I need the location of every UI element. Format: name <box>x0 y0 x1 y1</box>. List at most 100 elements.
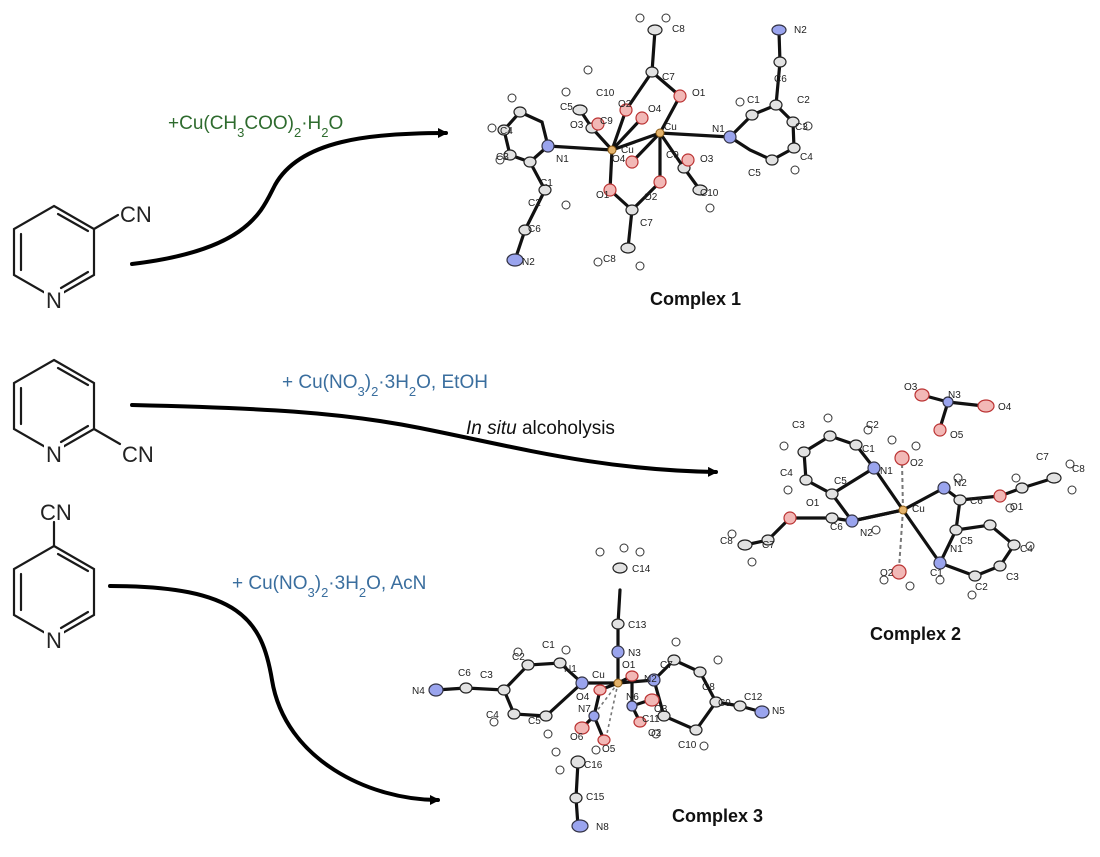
ligand-2-cyanopyridine: N CN <box>12 358 154 467</box>
reagent-part: ) <box>315 573 321 594</box>
svg-text:C9: C9 <box>666 150 679 161</box>
svg-text:N2: N2 <box>860 528 873 539</box>
svg-text:C10: C10 <box>678 740 697 751</box>
svg-text:C6: C6 <box>528 224 541 235</box>
reagent-part: +Cu(CH <box>168 113 237 134</box>
svg-text:C3: C3 <box>496 152 509 163</box>
reagent-subscript: 2 <box>409 384 416 399</box>
svg-text:C1: C1 <box>930 568 943 579</box>
cyano-label: CN <box>122 442 154 467</box>
reagent-part: COO) <box>244 113 294 134</box>
reagent-subscript: 2 <box>359 585 366 600</box>
svg-text:C4: C4 <box>800 152 813 163</box>
svg-text:O6: O6 <box>570 732 584 743</box>
svg-text:C4: C4 <box>1020 544 1033 555</box>
reagent-subscript: 3 <box>308 585 315 600</box>
complex-1-label: Complex 1 <box>650 289 741 309</box>
svg-text:O4: O4 <box>576 692 590 703</box>
svg-text:C5: C5 <box>748 168 761 179</box>
svg-text:C2: C2 <box>975 582 988 593</box>
reagent-part: + Cu(NO <box>232 573 308 594</box>
svg-text:N2: N2 <box>644 674 657 685</box>
reagent-part: ) <box>365 372 371 393</box>
svg-text:O2: O2 <box>644 192 658 203</box>
svg-text:C9: C9 <box>600 116 613 127</box>
reagent-part: O <box>329 113 344 134</box>
svg-text:O4: O4 <box>998 402 1012 413</box>
reagent-2: + Cu(NO3)2·3H2O, EtOH <box>282 372 488 399</box>
svg-text:O1: O1 <box>806 498 820 509</box>
svg-text:C5: C5 <box>960 536 973 547</box>
svg-text:C5: C5 <box>834 476 847 487</box>
svg-text:N3: N3 <box>628 648 641 659</box>
svg-text:C8: C8 <box>702 682 715 693</box>
svg-text:N2: N2 <box>954 478 967 489</box>
svg-text:O5: O5 <box>950 430 964 441</box>
svg-text:C2: C2 <box>512 652 525 663</box>
reagent-subscript: 2 <box>321 585 328 600</box>
svg-text:O1: O1 <box>596 190 610 201</box>
svg-text:C5: C5 <box>528 716 541 727</box>
svg-text:C10: C10 <box>700 188 719 199</box>
svg-text:N1: N1 <box>556 154 569 165</box>
svg-text:C8: C8 <box>672 24 685 35</box>
svg-text:C12: C12 <box>744 692 763 703</box>
svg-text:C3: C3 <box>792 420 805 431</box>
svg-text:C1: C1 <box>542 640 555 651</box>
svg-text:C4: C4 <box>780 468 793 479</box>
note-rest: alcoholysis <box>517 418 615 439</box>
reagent-1: +Cu(CH3COO)2·H2O <box>168 113 343 140</box>
ring-nitrogen-label: N <box>46 288 62 313</box>
svg-text:C10: C10 <box>596 88 615 99</box>
svg-text:O3: O3 <box>570 120 584 131</box>
svg-text:C15: C15 <box>586 792 605 803</box>
svg-text:O4: O4 <box>648 104 662 115</box>
svg-text:C2: C2 <box>797 95 810 106</box>
svg-text:O2: O2 <box>618 99 632 110</box>
reagent-part: O, AcN <box>366 573 426 594</box>
reaction-arrow-2 <box>130 403 718 477</box>
svg-text:N1: N1 <box>564 664 577 675</box>
svg-text:C13: C13 <box>628 620 647 631</box>
svg-text:Cu: Cu <box>592 670 605 681</box>
svg-text:C2: C2 <box>528 198 541 209</box>
svg-text:O2: O2 <box>648 728 662 739</box>
svg-text:O1: O1 <box>692 88 706 99</box>
svg-text:C6: C6 <box>830 522 843 533</box>
reagent-subscript: 3 <box>237 125 244 140</box>
svg-text:N8: N8 <box>596 822 609 833</box>
svg-text:C7: C7 <box>1036 452 1049 463</box>
svg-text:C8: C8 <box>1072 464 1085 475</box>
alcoholysis-note: In situ alcoholysis <box>466 418 615 439</box>
complex-3-label: Complex 3 <box>672 806 763 826</box>
ligand-3-cyanopyridine: N CN <box>12 202 152 313</box>
svg-text:C3: C3 <box>795 122 808 133</box>
svg-text:N2: N2 <box>794 25 807 36</box>
svg-text:C6: C6 <box>970 496 983 507</box>
svg-text:Cu: Cu <box>621 145 634 156</box>
svg-text:C1: C1 <box>747 95 760 106</box>
reaction-arrow-1 <box>130 128 448 266</box>
svg-text:C4: C4 <box>486 710 499 721</box>
svg-text:C7: C7 <box>662 72 675 83</box>
svg-text:O1: O1 <box>622 660 636 671</box>
ring-nitrogen-label: N <box>46 442 62 467</box>
complex-2-label: Complex 2 <box>870 624 961 644</box>
svg-text:C14: C14 <box>632 564 651 575</box>
reagent-part: O, EtOH <box>416 372 488 393</box>
svg-text:O2: O2 <box>910 458 924 469</box>
svg-text:C3: C3 <box>480 670 493 681</box>
svg-text:N1: N1 <box>880 466 893 477</box>
svg-text:C3: C3 <box>1006 572 1019 583</box>
svg-text:O3: O3 <box>654 704 668 715</box>
reaction-arrow-3 <box>108 584 440 805</box>
svg-text:O4: O4 <box>612 154 626 165</box>
svg-text:C7: C7 <box>660 660 673 671</box>
cyano-label: CN <box>40 500 72 525</box>
svg-text:C5: C5 <box>560 102 573 113</box>
svg-text:O5: O5 <box>602 744 616 755</box>
